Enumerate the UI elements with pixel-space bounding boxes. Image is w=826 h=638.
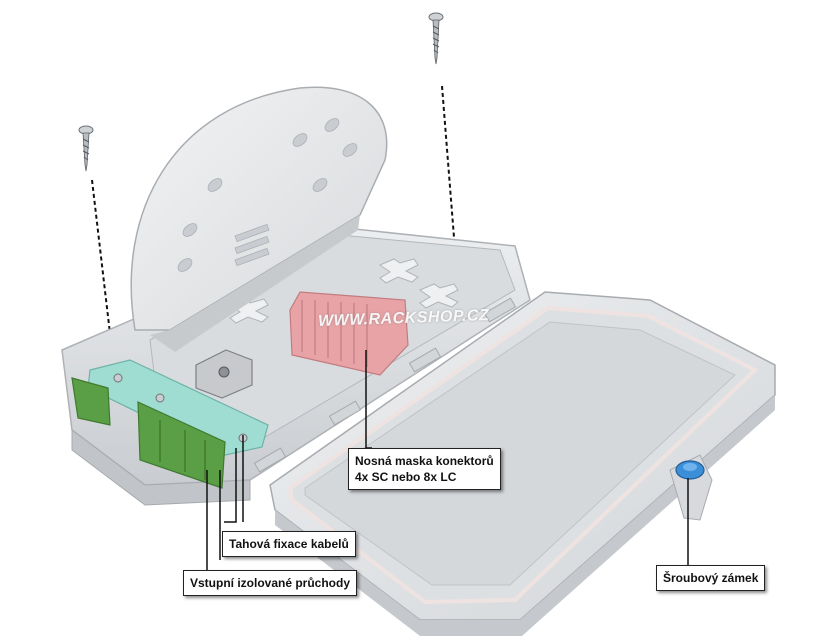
- callout-connector-mask-line2: 4x SC nebo 8x LC: [355, 470, 457, 484]
- callout-screw-lock: Šroubový zámek: [656, 565, 766, 591]
- screw-lock-knob: [669, 454, 713, 521]
- entry-seal: [71, 377, 226, 489]
- screw-guide-line: [441, 85, 456, 251]
- hinge: [253, 297, 517, 473]
- leader-cable-fix-2: [224, 448, 237, 523]
- splice-tray: [130, 86, 388, 352]
- front-lid: [269, 291, 776, 636]
- callout-cable-fix: Tahová fixace kabelů: [222, 531, 356, 557]
- callout-screw-lock-label: Šroubový zámek: [663, 571, 759, 585]
- callout-connector-mask: Nosná maska konektorů 4x SC nebo 8x LC: [348, 448, 501, 490]
- connector-mask: [289, 291, 409, 376]
- callout-connector-mask-line1: Nosná maska konektorů: [355, 454, 494, 468]
- screw-icon: [428, 12, 444, 65]
- callout-entry-ports-label: Vstupní izolované průchody: [190, 576, 351, 590]
- callout-entry-ports: Vstupní izolované průchody: [183, 570, 358, 596]
- metal-bracket: [195, 349, 253, 399]
- screw-icon: [78, 125, 94, 172]
- callout-cable-fix-label: Tahová fixace kabelů: [229, 537, 349, 551]
